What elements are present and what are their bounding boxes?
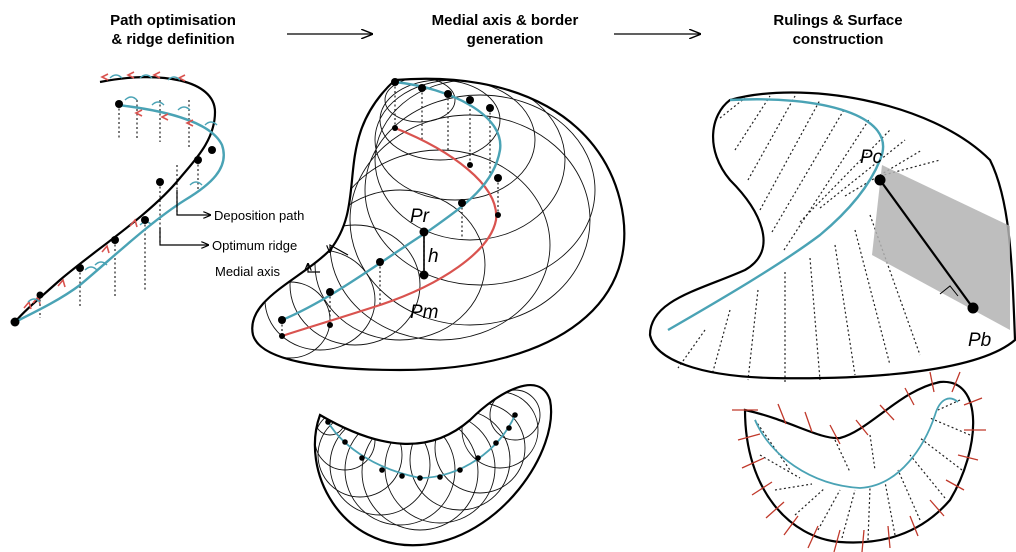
teal-orientation-arrows xyxy=(27,74,218,303)
pb-label: Pb xyxy=(968,330,991,351)
optimum-ridge xyxy=(14,103,225,324)
stage3-header-line2: construction xyxy=(793,31,884,48)
panel-medial-axis: Pr h Pm xyxy=(251,77,626,372)
medial-axis-curve xyxy=(281,126,498,338)
pc-node xyxy=(874,174,886,186)
pr-label: Pr xyxy=(410,206,430,227)
panel-planar-rulings xyxy=(732,371,986,552)
planar-ruling-lines xyxy=(754,399,971,541)
medial-border xyxy=(251,77,626,372)
stage2-header: Medial axis & border generation xyxy=(432,12,579,48)
pc-label: Pc xyxy=(860,147,883,168)
medial-nodes xyxy=(278,78,502,339)
stage2-header-line1: Medial axis & border xyxy=(432,12,579,29)
planar-ridge xyxy=(754,397,959,489)
deposition-path xyxy=(14,76,217,323)
surface-border xyxy=(648,91,1016,380)
ruling-lines xyxy=(677,95,941,382)
stage1-header-line2: & ridge definition xyxy=(111,31,234,48)
stage3-header-line1: Rulings & Surface xyxy=(773,12,902,29)
path-nodes xyxy=(10,100,216,327)
pb-node xyxy=(967,302,979,314)
right-angle-mark xyxy=(939,285,959,297)
pc-pb-segment xyxy=(879,179,974,309)
surface-ridge xyxy=(667,98,885,332)
optimum-ridge-label: Optimum ridge xyxy=(212,238,297,253)
planar-medial-axis xyxy=(327,414,516,479)
deposition-path-label: Deposition path xyxy=(214,208,304,223)
pm-label: Pm xyxy=(410,302,439,323)
planar-border xyxy=(313,384,553,547)
deposition-path-leader xyxy=(176,190,210,215)
stage1-header: Path optimisation & ridge definition xyxy=(110,12,236,48)
medial-axis-label: Medial axis xyxy=(215,264,281,279)
medial-projection-lines xyxy=(281,82,499,336)
h-label: h xyxy=(428,246,439,267)
planar-surface-border xyxy=(743,380,975,544)
medial-axis-leader xyxy=(308,264,320,273)
planar-circles-set xyxy=(314,389,541,531)
stage2-header-line2: generation xyxy=(467,31,544,48)
panel-path-optimisation: Deposition path Optimum ridge Medial axi… xyxy=(10,71,349,327)
stage1-header-line1: Path optimisation xyxy=(110,12,236,29)
panel-planar-circles xyxy=(313,384,553,547)
planar-nodes xyxy=(325,412,518,481)
normal-plane xyxy=(872,165,1010,330)
optimum-ridge-leader xyxy=(159,228,208,245)
ruling-ticks xyxy=(732,371,986,552)
panel-rulings-surface: Pc Pb xyxy=(648,91,1016,382)
stage3-header: Rulings & Surface construction xyxy=(773,12,902,48)
ridge-curve xyxy=(281,80,502,322)
